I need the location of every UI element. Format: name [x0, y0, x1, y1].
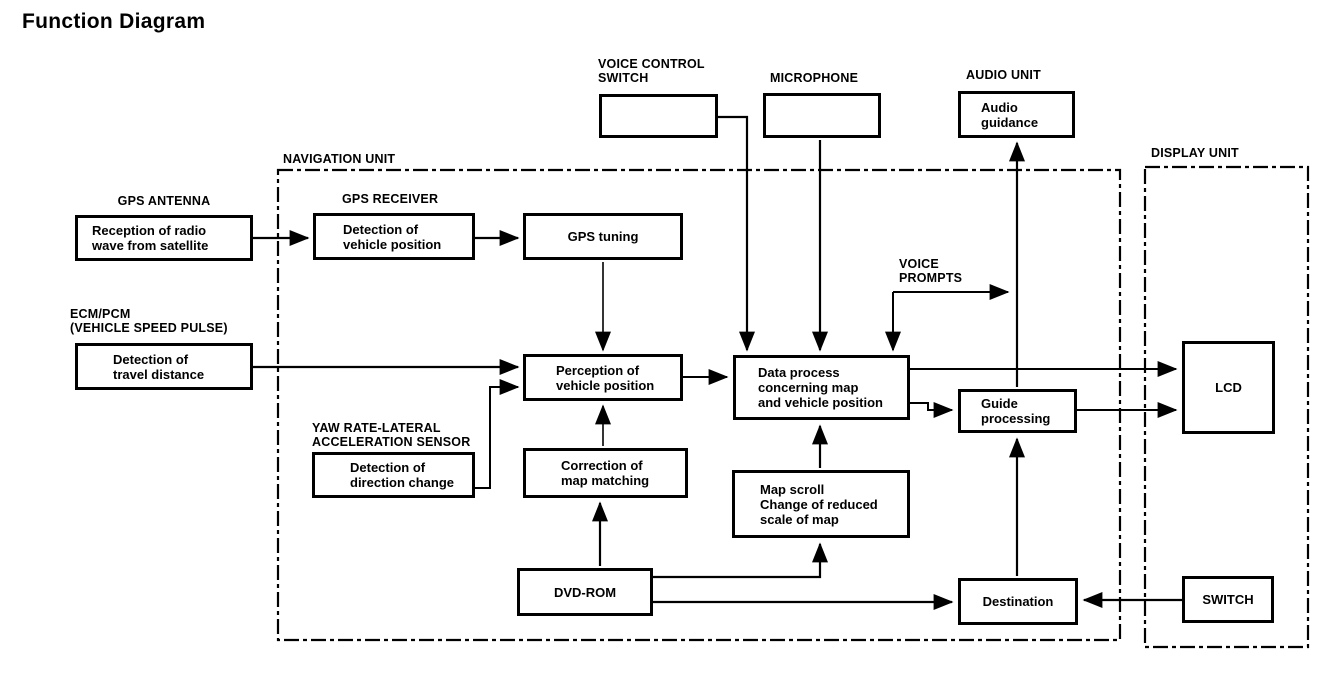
arrow-direction-change-to-perception — [475, 379, 520, 489]
voice-control-switch-label: VOICE CONTROL SWITCH — [598, 57, 705, 85]
ecm-pcm-label: ECM/PCM (VEHICLE SPEED PULSE) — [70, 307, 228, 335]
box-dvd-rom: DVD-ROM — [517, 568, 653, 616]
display-unit-border — [1143, 165, 1310, 649]
arrow-dvd-rom-to-map-scroll — [653, 542, 828, 579]
box-destination: Destination — [958, 578, 1078, 625]
arrow-data-process-to-guide-processing — [910, 402, 954, 418]
box-microphone — [763, 93, 881, 138]
arrow-voice-control-switch-to-data-process — [718, 115, 755, 352]
box-lcd: LCD — [1182, 341, 1275, 434]
box-detection-direction-change: Detection of direction change — [312, 452, 475, 498]
gps-receiver-label: GPS RECEIVER — [342, 192, 439, 206]
box-perception-vehicle-position: Perception of vehicle position — [523, 354, 683, 401]
box-gps-tuning: GPS tuning — [523, 213, 683, 260]
navigation-unit-border — [276, 168, 1122, 642]
audio-unit-label: AUDIO UNIT — [966, 68, 1041, 82]
box-map-scroll: Map scroll Change of reduced scale of ma… — [732, 470, 910, 538]
box-guide-processing: Guide processing — [958, 389, 1077, 433]
navigation-unit-label: NAVIGATION UNIT — [283, 152, 396, 166]
box-switch: SWITCH — [1182, 576, 1274, 623]
display-unit-label: DISPLAY UNIT — [1151, 146, 1239, 160]
page-title: Function Diagram — [22, 10, 206, 33]
gps-antenna-label: GPS ANTENNA — [117, 194, 211, 208]
box-detection-vehicle-position: Detection of vehicle position — [313, 213, 475, 260]
box-reception-radio-wave: Reception of radio wave from satellite — [75, 215, 253, 261]
voice-prompts-label: VOICE PROMPTS — [899, 257, 963, 285]
box-voice-control-switch — [599, 94, 718, 138]
yaw-rate-sensor-label: YAW RATE-LATERAL ACCELERATION SENSOR — [312, 421, 471, 449]
box-correction-map-matching: Correction of map matching — [523, 448, 688, 498]
box-data-process: Data process concerning map and vehicle … — [733, 355, 910, 420]
microphone-label: MICROPHONE — [770, 71, 859, 85]
box-audio-guidance: Audio guidance — [958, 91, 1075, 138]
box-detection-travel-distance: Detection of travel distance — [75, 343, 253, 390]
